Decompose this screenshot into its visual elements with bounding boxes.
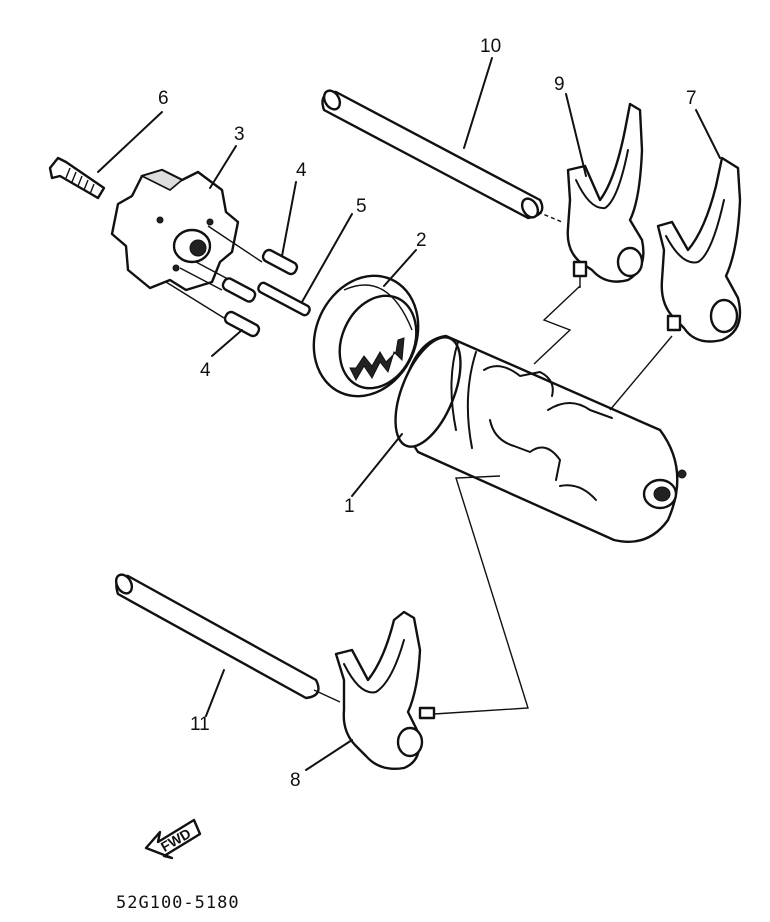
needle-bearing bbox=[312, 274, 420, 398]
callout-7: 7 bbox=[686, 88, 697, 109]
callout-4-lower: 4 bbox=[200, 360, 211, 381]
callout-2: 2 bbox=[416, 230, 427, 251]
screw bbox=[48, 156, 106, 200]
callout-9: 9 bbox=[554, 74, 565, 95]
callout-6: 6 bbox=[158, 88, 169, 109]
callout-3: 3 bbox=[234, 124, 245, 145]
callout-labels: 1 2 3 4 4 5 6 7 8 9 10 11 bbox=[158, 36, 697, 791]
callout-8: 8 bbox=[290, 770, 301, 791]
callout-10: 10 bbox=[480, 36, 501, 57]
callout-5: 5 bbox=[356, 196, 367, 217]
shift-fork-9 bbox=[566, 102, 645, 288]
callout-4-upper: 4 bbox=[296, 160, 307, 181]
shift-rod-upper bbox=[321, 89, 563, 223]
engagement-lines bbox=[433, 285, 673, 715]
fwd-arrow-icon: FWD bbox=[144, 818, 202, 860]
callout-11: 11 bbox=[190, 714, 210, 735]
part-code: 52G100-5180 bbox=[116, 893, 240, 913]
callout-1: 1 bbox=[344, 496, 355, 517]
leader-lines bbox=[97, 57, 721, 771]
shift-rod-lower bbox=[114, 573, 341, 703]
shift-cam-drum bbox=[394, 334, 687, 543]
shift-fork-7 bbox=[656, 156, 742, 343]
segment-plate bbox=[110, 168, 240, 292]
shift-fork-8 bbox=[334, 610, 436, 770]
pins bbox=[221, 248, 311, 338]
